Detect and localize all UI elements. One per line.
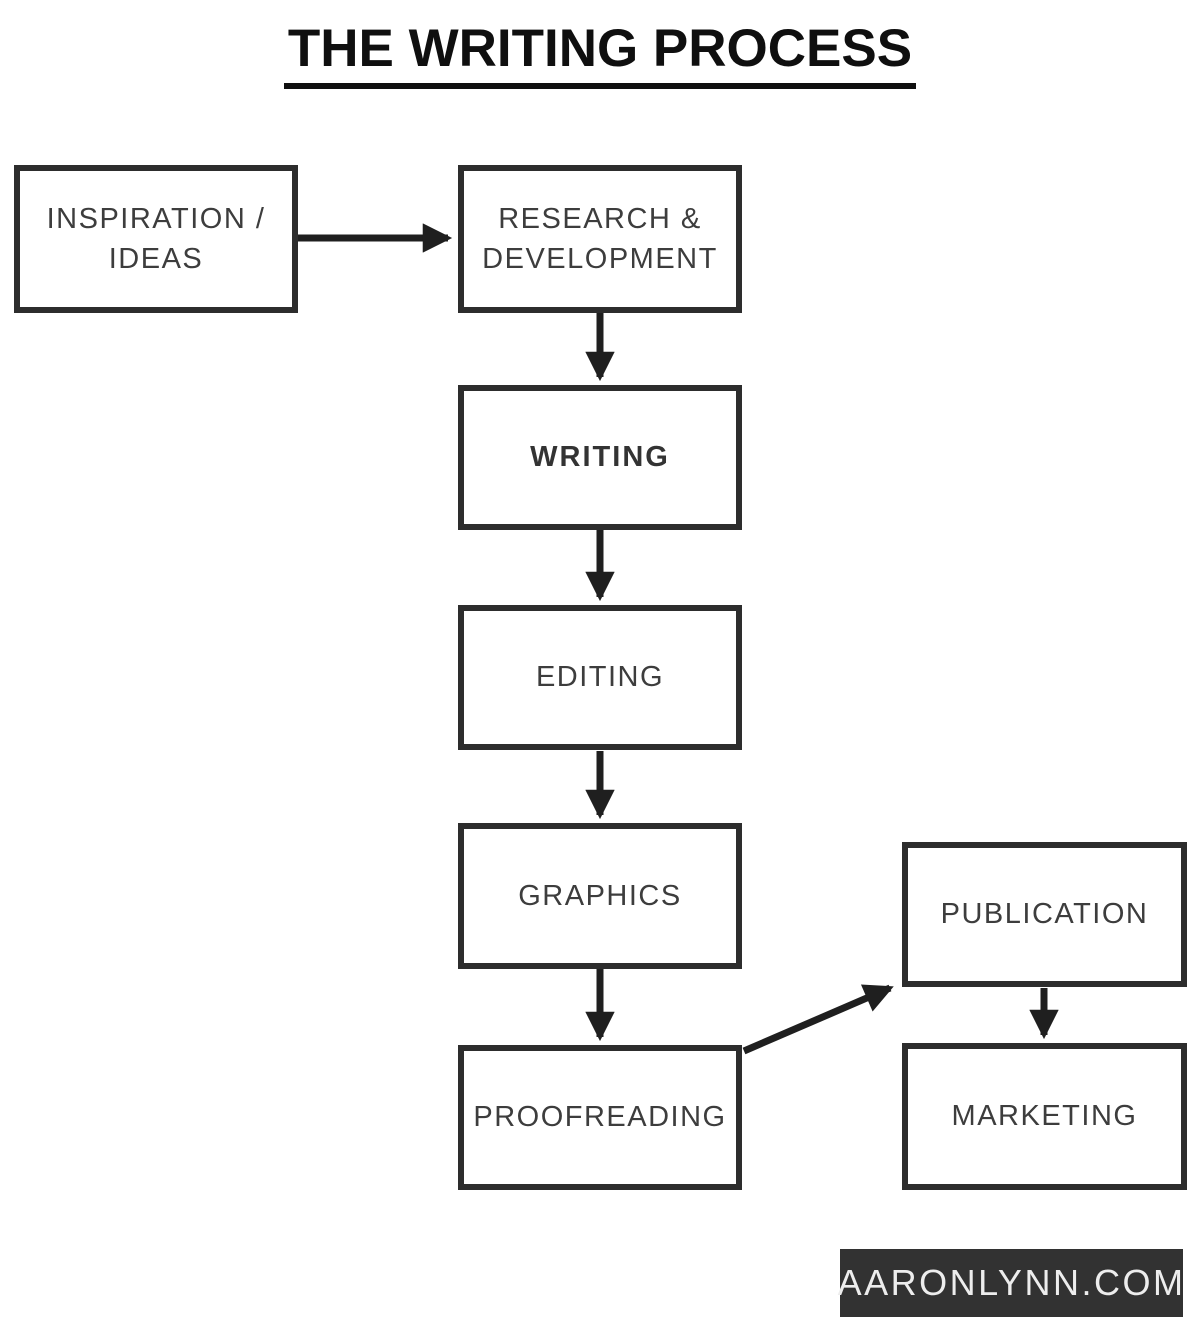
node-proofreading: PROOFREADING [458, 1045, 742, 1190]
node-label: GRAPHICS [518, 879, 682, 912]
node-label: INSPIRATION / IDEAS [46, 202, 266, 275]
node-inspiration-ideas: INSPIRATION / IDEAS [14, 165, 298, 313]
node-label: WRITING [530, 441, 670, 474]
watermark-badge: AARONLYNN.COM [837, 1249, 1186, 1317]
watermark-text: AARONLYNN.COM [837, 1262, 1186, 1303]
page-title: THE WRITING PROCESS [283, 19, 917, 90]
node-label: MARKETING [951, 1100, 1138, 1133]
node-research-development: RESEARCH & DEVELOPMENT [458, 165, 742, 313]
node-writing: WRITING [458, 385, 742, 530]
node-label: PROOFREADING [473, 1101, 727, 1134]
node-label: PUBLICATION [940, 898, 1149, 931]
arrow-proofreading-to-publication [742, 984, 894, 1055]
node-label: EDITING [535, 661, 665, 694]
node-editing: EDITING [458, 605, 742, 750]
node-label: RESEARCH & DEVELOPMENT [482, 202, 718, 275]
node-marketing: MARKETING [902, 1043, 1187, 1190]
node-graphics: GRAPHICS [458, 823, 742, 969]
node-publication: PUBLICATION [902, 842, 1187, 987]
page-title-container: THE WRITING PROCESS [0, 19, 1200, 90]
